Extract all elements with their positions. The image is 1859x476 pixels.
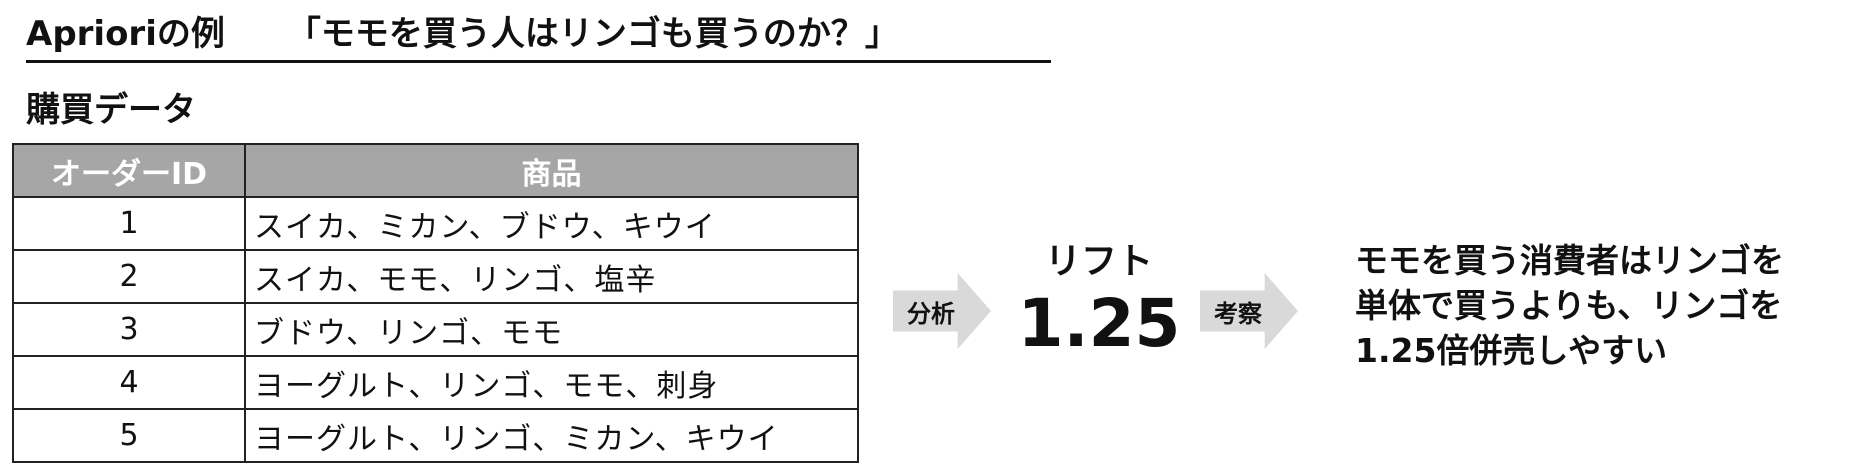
conclusion-line: 1.25倍併売しやすい — [1355, 331, 1668, 370]
conclusion-text: モモを買う消費者はリンゴを 単体で買うよりも、リンゴを 1.25倍併売しやすい — [1355, 238, 1850, 373]
lift-label: リフト — [1044, 241, 1153, 282]
table-row: 5 ヨーグルト、リンゴ、ミカン、キウイ — [12, 408, 859, 463]
items-cell: ブドウ、リンゴ、モモ — [244, 302, 859, 357]
table-row: 4 ヨーグルト、リンゴ、モモ、刺身 — [12, 355, 859, 410]
conclusion-line: モモを買う消費者はリンゴを — [1355, 241, 1784, 280]
table-row: 2 スイカ、モモ、リンゴ、塩辛 — [12, 249, 859, 304]
items-cell: ヨーグルト、リンゴ、ミカン、キウイ — [244, 408, 859, 463]
section-label-purchase-data: 購買データ — [26, 90, 196, 130]
column-header-items: 商品 — [244, 143, 859, 198]
purchase-data-table: オーダーID 商品 1 スイカ、ミカン、ブドウ、キウイ 2 スイカ、モモ、リンゴ… — [12, 143, 859, 463]
items-cell: スイカ、ミカン、ブドウ、キウイ — [244, 196, 859, 251]
items-cell: スイカ、モモ、リンゴ、塩辛 — [244, 249, 859, 304]
order-id-cell: 1 — [12, 196, 246, 251]
analyze-arrow-label: 分析 — [907, 299, 955, 328]
conclusion-line: 単体で買うよりも、リンゴを — [1355, 286, 1783, 325]
analyze-arrow: 分析 — [893, 273, 991, 349]
page-title-question: 「モモを買う人はリンゴも買うのか？」 — [286, 14, 899, 54]
lift-value: 1.25 — [1017, 285, 1181, 362]
order-id-cell: 2 — [12, 249, 246, 304]
table-row: 1 スイカ、ミカン、ブドウ、キウイ — [12, 196, 859, 251]
column-header-order-id: オーダーID — [12, 143, 246, 198]
order-id-cell: 5 — [12, 408, 246, 463]
page-title: Aprioriの例 「モモを買う人はリンゴも買うのか？」 — [26, 8, 1051, 63]
table-row: 3 ブドウ、リンゴ、モモ — [12, 302, 859, 357]
order-id-cell: 3 — [12, 302, 246, 357]
page-title-main: Aprioriの例 — [26, 14, 225, 54]
consider-arrow-label: 考察 — [1214, 299, 1262, 328]
items-cell: ヨーグルト、リンゴ、モモ、刺身 — [244, 355, 859, 410]
table-header-row: オーダーID 商品 — [12, 143, 859, 198]
consider-arrow: 考察 — [1200, 273, 1298, 349]
order-id-cell: 4 — [12, 355, 246, 410]
